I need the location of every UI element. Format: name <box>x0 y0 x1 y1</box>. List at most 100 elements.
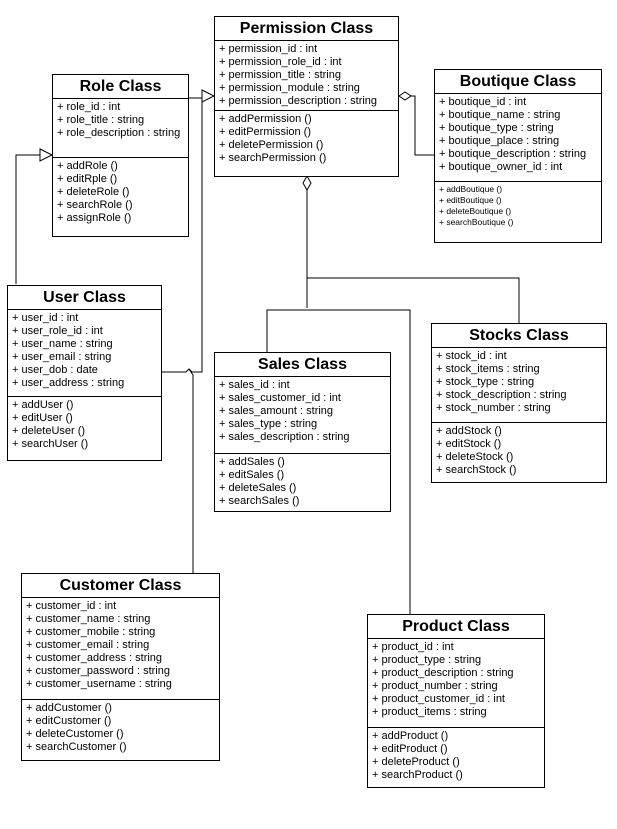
attribute: + user_dob : date <box>12 364 98 376</box>
methods-section: + addBoutique () + editBoutique () + del… <box>435 181 601 230</box>
customer-class: Customer Class + customer_id : int + cus… <box>21 573 220 761</box>
methods-section: + addUser () + editUser () + deleteUser … <box>8 396 161 453</box>
method: + searchCustomer () <box>26 741 127 753</box>
methods-section: + addRole () + editRple () + deleteRole … <box>53 157 188 227</box>
attribute: + stock_id : int <box>436 350 507 362</box>
attribute: + permission_role_id : int <box>219 56 342 68</box>
method: + deleteStock () <box>436 451 514 463</box>
attributes-section: + sales_id : int + sales_customer_id : i… <box>215 377 390 453</box>
attribute: + sales_customer_id : int <box>219 392 341 404</box>
methods-section: + addPermission () + editPermission () +… <box>215 110 398 167</box>
user-class: User Class + user_id : int + user_role_i… <box>7 285 162 461</box>
attribute: + role_description : string <box>57 127 181 139</box>
aggregation-diamond <box>398 91 412 101</box>
methods-section: + addSales () + editSales () + deleteSal… <box>215 453 390 510</box>
attribute: + user_role_id : int <box>12 325 103 337</box>
attribute: + customer_id : int <box>26 600 117 612</box>
attribute: + user_id : int <box>12 312 79 324</box>
generalization-arrowhead <box>201 89 216 103</box>
permission-class: Permission Class + permission_id : int +… <box>214 16 399 177</box>
class-title: Stocks Class <box>432 324 606 348</box>
attribute: + permission_module : string <box>219 82 360 94</box>
method: + searchRole () <box>57 199 133 211</box>
attribute: + role_title : string <box>57 114 145 126</box>
method: + searchUser () <box>12 438 89 450</box>
attribute: + customer_password : string <box>26 665 170 677</box>
attribute: + boutique_owner_id : int <box>439 161 563 173</box>
method: + addBoutique () <box>439 184 503 194</box>
generalization-arrowhead <box>39 148 54 162</box>
method: + searchBoutique () <box>439 217 514 227</box>
methods-section: + addCustomer () + editCustomer () + del… <box>22 699 219 756</box>
class-title: User Class <box>8 286 161 310</box>
attributes-section: + user_id : int + user_role_id : int + u… <box>8 310 161 396</box>
attribute: + stock_items : string <box>436 363 540 375</box>
method: + searchStock () <box>436 464 517 476</box>
class-title: Product Class <box>368 615 544 639</box>
attribute: + user_name : string <box>12 338 113 350</box>
attribute: + sales_type : string <box>219 418 318 430</box>
attribute: + customer_name : string <box>26 613 151 625</box>
sales-class: Sales Class + sales_id : int + sales_cus… <box>214 352 391 512</box>
attribute: + stock_type : string <box>436 376 535 388</box>
attribute: + user_address : string <box>12 377 125 389</box>
method: + editBoutique () <box>439 195 502 205</box>
attribute: + boutique_type : string <box>439 122 554 134</box>
attribute: + customer_email : string <box>26 639 150 651</box>
stocks-connector <box>307 277 520 323</box>
product-class: Product Class + product_id : int + produ… <box>367 614 545 788</box>
attribute: + stock_description : string <box>436 389 567 401</box>
method: + editProduct () <box>372 743 448 755</box>
method: + addPermission () <box>219 113 312 125</box>
role-class: Role Class + role_id : int + role_title … <box>52 74 189 237</box>
attribute: + sales_description : string <box>219 431 350 443</box>
methods-section: + addStock () + editStock () + deleteSto… <box>432 422 606 479</box>
attributes-section: + product_id : int + product_type : stri… <box>368 639 544 727</box>
class-title: Role Class <box>53 75 188 99</box>
attribute: + permission_id : int <box>219 43 318 55</box>
method: + searchProduct () <box>372 769 463 781</box>
method: + deleteCustomer () <box>26 728 124 740</box>
class-title: Permission Class <box>215 17 398 41</box>
attribute: + role_id : int <box>57 101 121 113</box>
class-title: Customer Class <box>22 574 219 598</box>
boutique-class: Boutique Class + boutique_id : int + bou… <box>434 69 602 243</box>
method: + addStock () <box>436 425 502 437</box>
method: + editSales () <box>219 469 285 481</box>
method: + deleteUser () <box>12 425 86 437</box>
attribute: + customer_username : string <box>26 678 172 690</box>
attribute: + sales_id : int <box>219 379 290 391</box>
class-title: Sales Class <box>215 353 390 377</box>
attribute: + boutique_name : string <box>439 109 561 121</box>
method: + editCustomer () <box>26 715 112 727</box>
method: + searchPermission () <box>219 152 327 164</box>
attribute: + customer_address : string <box>26 652 163 664</box>
attributes-section: + customer_id : int + customer_name : st… <box>22 598 219 699</box>
sales-connector <box>266 309 411 614</box>
method: + editPermission () <box>219 126 312 138</box>
attributes-section: + stock_id : int + stock_items : string … <box>432 348 606 422</box>
method: + deleteBoutique () <box>439 206 512 216</box>
user-role-generalization-line <box>15 154 40 284</box>
attribute: + product_type : string <box>372 654 482 666</box>
attributes-section: + permission_id : int + permission_role_… <box>215 41 398 110</box>
method: + assignRole () <box>57 212 132 224</box>
method: + editStock () <box>436 438 502 450</box>
methods-section: + addProduct () + editProduct () + delet… <box>368 727 544 784</box>
method: + addRole () <box>57 160 118 172</box>
method: + addCustomer () <box>26 702 112 714</box>
method: + deletePermission () <box>219 139 324 151</box>
method: + editRple () <box>57 173 118 185</box>
class-title: Boutique Class <box>435 70 601 94</box>
method: + addUser () <box>12 399 74 411</box>
attribute: + product_description : string <box>372 667 514 679</box>
attributes-section: + boutique_id : int + boutique_name : st… <box>435 94 601 181</box>
attribute: + sales_amount : string <box>219 405 334 417</box>
attribute: + boutique_id : int <box>439 96 527 108</box>
method: + editUser () <box>12 412 73 424</box>
attribute: + stock_number : string <box>436 402 551 414</box>
attribute: + permission_description : string <box>219 95 378 107</box>
method: + deleteRole () <box>57 186 130 198</box>
